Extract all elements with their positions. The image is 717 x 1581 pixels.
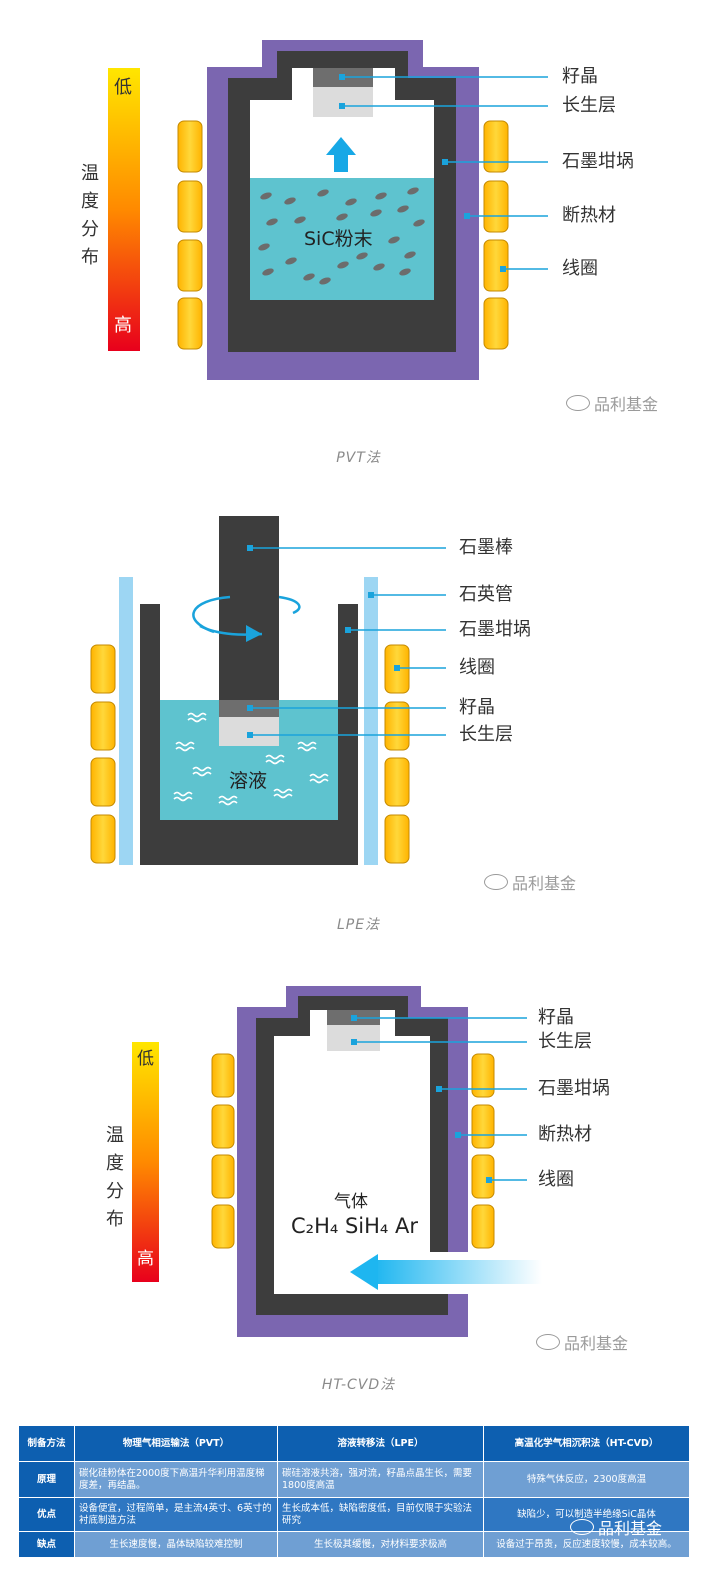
sic-powder bbox=[250, 178, 434, 300]
htcvd-label-insulation: 断热材 bbox=[538, 1124, 592, 1145]
lpe-label-coil: 线圈 bbox=[459, 657, 495, 678]
quartz-tube-left bbox=[119, 577, 133, 865]
table-cell: 生长速度慢，晶体缺陷较难控制 bbox=[74, 1531, 278, 1558]
pvt-label-coil: 线圈 bbox=[562, 258, 598, 279]
coils bbox=[177, 120, 509, 350]
thermo-high-label: 高 bbox=[114, 315, 132, 336]
pvt-label-seed: 籽晶 bbox=[562, 66, 598, 87]
table-cell: 设备过于昂贵，反应速度较慢，成本较高。 bbox=[483, 1531, 690, 1558]
pvt-label-growth: 长生层 bbox=[562, 95, 616, 116]
htcvd-label-crucible: 石墨坩埚 bbox=[538, 1078, 610, 1099]
wave-icons bbox=[173, 712, 329, 806]
pvt-caption: PVT法 bbox=[336, 450, 381, 466]
temp-distribution-label: 温 度 分 布 bbox=[106, 1125, 124, 1230]
chat-icon bbox=[536, 1334, 560, 1350]
gas-arrow-head-icon bbox=[350, 1254, 378, 1290]
pointer-lines bbox=[351, 1015, 527, 1183]
lpe-label-quartz: 石英管 bbox=[459, 584, 513, 605]
htcvd-label-coil: 线圈 bbox=[538, 1169, 574, 1190]
lpe-diagram bbox=[90, 516, 446, 865]
thermometer-bar bbox=[132, 1042, 159, 1282]
growth-layer bbox=[327, 1025, 380, 1051]
thermo-high-label: 高 bbox=[137, 1249, 154, 1269]
graphite-rod bbox=[219, 516, 279, 700]
table-header: 高温化学气相沉积法（HT-CVD） bbox=[483, 1425, 690, 1462]
chat-icon bbox=[570, 1519, 594, 1535]
table-cell: 碳化硅粉体在2000度下高温升华利用温度梯度差，再结晶。 bbox=[74, 1461, 278, 1498]
gas-label: 气体 bbox=[334, 1192, 368, 1212]
table-cell: 设备便宜，过程简单，是主流4英寸、6英寸的衬底制造方法 bbox=[74, 1497, 278, 1532]
pointer-lines bbox=[247, 545, 446, 738]
growth-layer bbox=[219, 717, 279, 746]
pointer-lines bbox=[339, 74, 548, 272]
growth-layer bbox=[313, 87, 373, 117]
lpe-label-crucible: 石墨坩埚 bbox=[459, 619, 531, 640]
temp-distribution-label: 温 度 分 布 bbox=[81, 163, 99, 268]
table-cell: 特殊气体反应，2300度高温 bbox=[483, 1461, 690, 1498]
quartz-tube-right bbox=[364, 577, 378, 865]
watermark: 品利基金 bbox=[536, 1330, 628, 1354]
table-header-row: 制备方法 物理气相运输法（PVT） 溶液转移法（LPE） 高温化学气相沉积法（H… bbox=[18, 1425, 690, 1462]
thermo-low-label: 低 bbox=[137, 1049, 154, 1069]
graphite-crucible bbox=[140, 604, 358, 865]
watermark: 品利基金 bbox=[570, 1515, 662, 1539]
thermometer-bar bbox=[108, 68, 140, 351]
coils bbox=[211, 1053, 495, 1249]
powder-particles bbox=[258, 187, 425, 285]
table-header: 溶液转移法（LPE） bbox=[277, 1425, 484, 1462]
table-header: 物理气相运输法（PVT） bbox=[74, 1425, 278, 1462]
powder-label: SiC粉末 bbox=[304, 228, 373, 250]
gas-flow-arrow bbox=[374, 1260, 542, 1284]
table-row-key: 原理 bbox=[18, 1461, 75, 1498]
chat-icon bbox=[566, 395, 590, 411]
lpe-caption: LPE法 bbox=[336, 917, 381, 933]
table-row-key: 缺点 bbox=[18, 1531, 75, 1558]
thermo-low-label: 低 bbox=[114, 77, 132, 98]
solution-label: 溶液 bbox=[229, 770, 268, 792]
htcvd-diagram bbox=[132, 986, 542, 1337]
gas-formula: C₂H₄ SiH₄ Ar bbox=[291, 1214, 419, 1238]
htcvd-label-growth: 长生层 bbox=[538, 1031, 592, 1052]
comparison-table: 制备方法 物理气相运输法（PVT） 溶液转移法（LPE） 高温化学气相沉积法（H… bbox=[18, 1425, 690, 1558]
pvt-label-insulation: 断热材 bbox=[562, 205, 616, 226]
htcvd-label-seed: 籽晶 bbox=[538, 1007, 574, 1028]
lpe-label-seed: 籽晶 bbox=[459, 697, 495, 718]
table-cell: 碳硅溶液共溶，强对流，籽晶点晶生长，需要1800度高温 bbox=[277, 1461, 484, 1498]
watermark: 品利基金 bbox=[484, 870, 576, 894]
pvt-diagram bbox=[108, 40, 548, 380]
pvt-label-crucible: 石墨坩埚 bbox=[562, 151, 634, 172]
lpe-label-rod: 石墨棒 bbox=[459, 537, 513, 558]
up-arrow-icon bbox=[326, 137, 356, 172]
chat-icon bbox=[484, 874, 508, 890]
table-header: 制备方法 bbox=[18, 1425, 75, 1462]
table-cell: 生长极其缓慢，对材料要求极高 bbox=[277, 1531, 484, 1558]
htcvd-caption: HT-CVD法 bbox=[321, 1377, 396, 1393]
watermark: 品利基金 bbox=[566, 391, 658, 415]
table-row: 原理 碳化硅粉体在2000度下高温升华利用温度梯度差，再结晶。 碳硅溶液共溶，强… bbox=[18, 1461, 690, 1498]
table-cell: 生长成本低，缺陷密度低，目前仅限于实验法研究 bbox=[277, 1497, 484, 1532]
table-row: 缺点 生长速度慢，晶体缺陷较难控制 生长极其缓慢，对材料要求极高 设备过于昂贵，… bbox=[18, 1531, 690, 1558]
lpe-label-growth: 长生层 bbox=[459, 724, 513, 745]
table-row-key: 优点 bbox=[18, 1497, 75, 1532]
